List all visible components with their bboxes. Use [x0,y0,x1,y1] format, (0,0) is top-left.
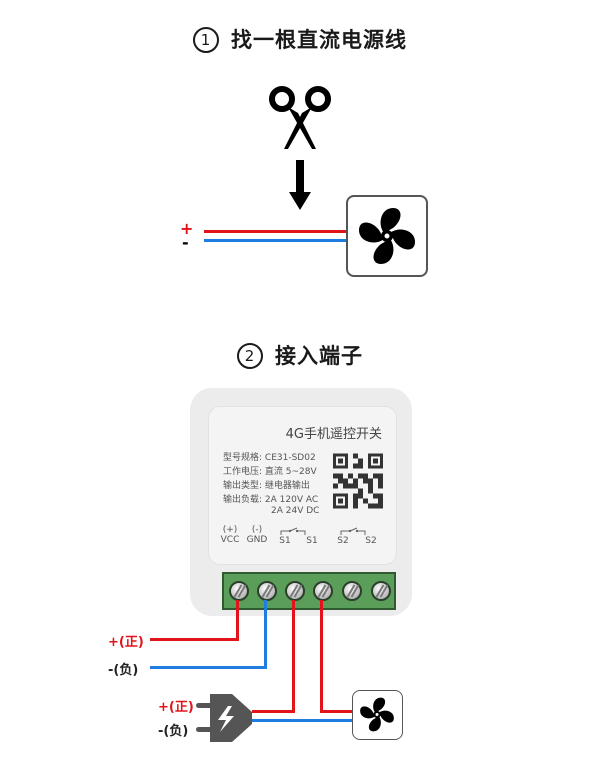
fan-box [346,195,428,277]
step1-title: 1 找一根直流电源线 [0,24,600,54]
vcc-wire-vertical [236,600,239,641]
step2-title-text: 接入端子 [275,344,363,368]
gnd-wire-horizontal [150,666,267,669]
minus-label: - [182,233,189,252]
screw-s2b-icon [371,581,391,601]
plug-minus-label: -(负) [158,724,189,739]
step2-title: 2 接入端子 [0,340,600,370]
step1-number: 1 [193,27,219,53]
qr-code-icon [333,453,383,509]
relay-switch-s2-icon [340,527,366,535]
terminal-label-s1b: S1 [306,536,318,546]
power-plus-label: +(正) [108,635,144,650]
power-plug-icon [196,694,252,742]
s1b-wire-vertical [320,600,323,713]
screw-s1b-icon [313,581,333,601]
s1b-wire-horizontal [320,710,353,713]
device-title: 4G手机遥控开关 [285,427,382,442]
fan-icon-small [360,697,394,732]
terminal-label-vcc: (+)VCC [220,525,240,545]
device-label-panel: 4G手机遥控开关 型号规格: CE31-SD02 工作电压: 直流 5~28V … [208,406,397,565]
terminal-label-s2b: S2 [365,536,377,546]
scissors-icon [269,86,331,149]
terminal-label-s2a: S2 [337,536,349,546]
relay-switch-s1-icon [280,527,306,535]
arrow-down-icon [289,160,311,210]
screw-s1a-icon [285,581,305,601]
gnd-wire-vertical [264,600,267,669]
s1a-wire-vertical [292,600,295,713]
vcc-wire-horizontal [150,638,239,641]
terminal-block [222,572,396,610]
power-minus-label: -(负) [108,663,139,678]
spec-load: 输出负载: 2A 120V AC [223,495,319,505]
plug-negative-wire [252,719,353,722]
terminal-label-s1a: S1 [279,536,291,546]
spec-model: 型号规格: CE31-SD02 [223,453,316,463]
step2-number: 2 [237,343,263,369]
screw-vcc-icon [229,581,249,601]
spec-output-type: 输出类型: 继电器输出 [223,481,310,491]
positive-wire [204,230,347,233]
screw-gnd-icon [257,581,277,601]
screw-s2a-icon [342,581,362,601]
fan-icon [359,208,415,264]
spec-voltage: 工作电压: 直流 5~28V [223,467,317,477]
plus-label: + [180,219,194,238]
plug-plus-label: +(正) [158,700,194,715]
fan-box-small [352,690,403,740]
spec-load-dc: 2A 24V DC [271,506,320,516]
terminal-label-gnd: (-)GND [246,525,268,545]
negative-wire [204,239,347,242]
s1a-wire-horizontal [252,710,295,713]
step1-title-text: 找一根直流电源线 [231,28,407,52]
